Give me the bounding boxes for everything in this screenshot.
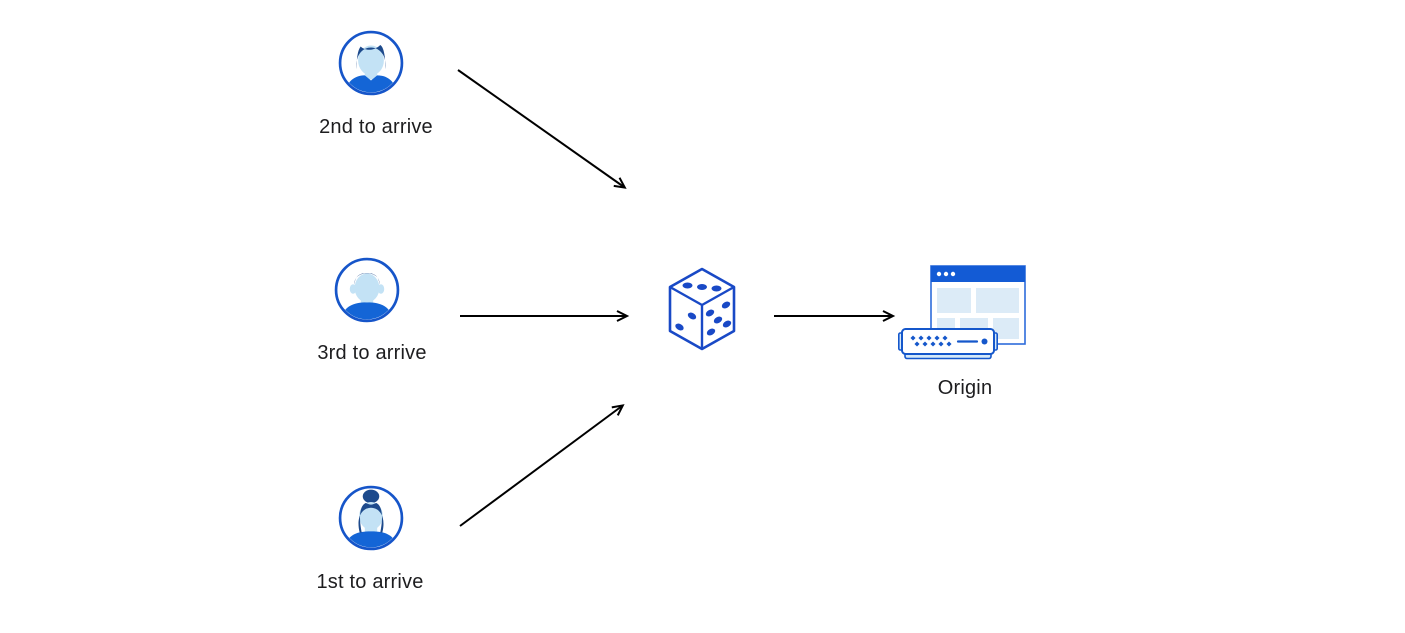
arrow-1st-to-dice (459, 404, 625, 527)
dice-node (667, 266, 737, 352)
visitor-1st-label: 1st to arrive (316, 571, 424, 593)
female-avatar-bun-hair-icon (338, 485, 404, 551)
visitor-2nd-avatar (338, 30, 404, 96)
visitor-3rd-label: 3rd to arrive (317, 342, 427, 364)
male-avatar-swoop-hair-icon (338, 30, 404, 96)
male-avatar-flat-hair-icon (334, 257, 400, 323)
origin-label: Origin (937, 377, 993, 399)
server-icon (898, 328, 998, 360)
visitor-3rd-avatar (334, 257, 400, 323)
origin-server (898, 328, 998, 360)
visitor-1st-avatar (338, 485, 404, 551)
visitor-2nd-label: 2nd to arrive (319, 116, 433, 138)
dice-icon (668, 267, 736, 351)
arrow-2nd-to-dice (457, 69, 627, 189)
server-vent-pattern (910, 335, 952, 347)
